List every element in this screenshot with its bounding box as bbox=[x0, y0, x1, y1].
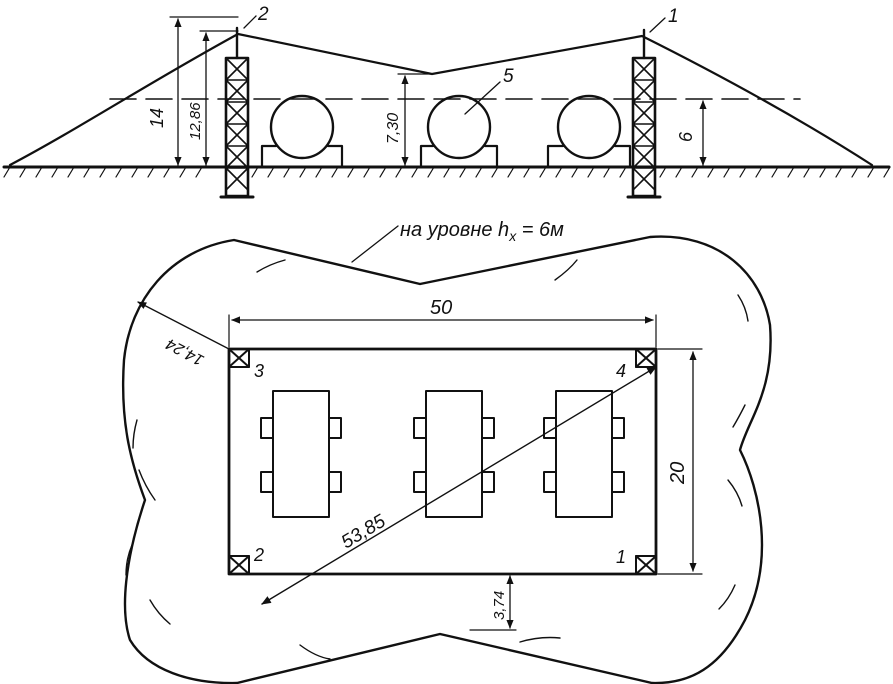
dim-diagonal-text: 53,85 bbox=[338, 511, 390, 554]
tank-5-label: 5 bbox=[503, 66, 514, 87]
zone-caption-sub: x bbox=[508, 228, 517, 244]
mast-3-symbol bbox=[228, 348, 250, 368]
dim-width-text: 20 bbox=[667, 462, 689, 485]
tank-1 bbox=[260, 94, 344, 169]
dim-sag-height-text: 7,30 bbox=[385, 113, 402, 144]
mast-2-tower bbox=[219, 26, 255, 199]
zone-caption: на уровне hx = 6м bbox=[400, 219, 564, 244]
mast-1-tower bbox=[626, 28, 662, 199]
plan-mast-2-label: 2 bbox=[253, 545, 264, 565]
dim-corner-radius-text: 14,24 bbox=[163, 335, 206, 369]
dim-point-height bbox=[199, 30, 239, 166]
dim-corner-radius bbox=[137, 301, 230, 350]
plan-view: на уровне hx = 6м bbox=[121, 219, 772, 684]
dim-protected-height-text: 6 bbox=[676, 131, 696, 142]
dim-mid-width-text: 3,74 bbox=[491, 591, 508, 620]
plan-mast-4-label: 4 bbox=[616, 361, 626, 381]
mast-2-label: 2 bbox=[257, 4, 269, 25]
site-boundary bbox=[227, 347, 658, 576]
dim-sag-height bbox=[397, 73, 433, 166]
plan-tank-2 bbox=[413, 390, 495, 518]
tank-2 bbox=[419, 94, 499, 169]
dim-mast-height-text: 14 bbox=[147, 108, 167, 128]
mast-2-symbol bbox=[228, 555, 250, 575]
dim-point-height-text: 12,86 bbox=[187, 102, 204, 140]
dim-width bbox=[657, 348, 703, 575]
tank-3 bbox=[546, 94, 632, 169]
dim-diagonal bbox=[261, 366, 657, 605]
side-view: 2 1 5 14 bbox=[2, 4, 891, 199]
mast-1-symbol bbox=[635, 555, 657, 575]
plan-tank-1 bbox=[260, 390, 342, 518]
plan-mast-1-label: 1 bbox=[616, 547, 626, 567]
mast-4-symbol bbox=[635, 348, 657, 368]
zone-dashed-arcs bbox=[125, 259, 749, 660]
dim-length bbox=[228, 314, 657, 348]
zone-caption-main: на уровне h bbox=[400, 219, 509, 241]
dim-mast-height bbox=[169, 16, 239, 166]
zone-caption-value: = 6м bbox=[516, 219, 564, 241]
mast-1-label: 1 bbox=[668, 6, 679, 27]
ground-line bbox=[2, 165, 891, 178]
dim-length-text: 50 bbox=[430, 297, 452, 319]
plan-mast-3-label: 3 bbox=[254, 361, 264, 381]
protection-zone-outline bbox=[121, 235, 772, 684]
zone-caption-leader bbox=[351, 225, 399, 263]
dim-mid-width bbox=[469, 575, 517, 631]
